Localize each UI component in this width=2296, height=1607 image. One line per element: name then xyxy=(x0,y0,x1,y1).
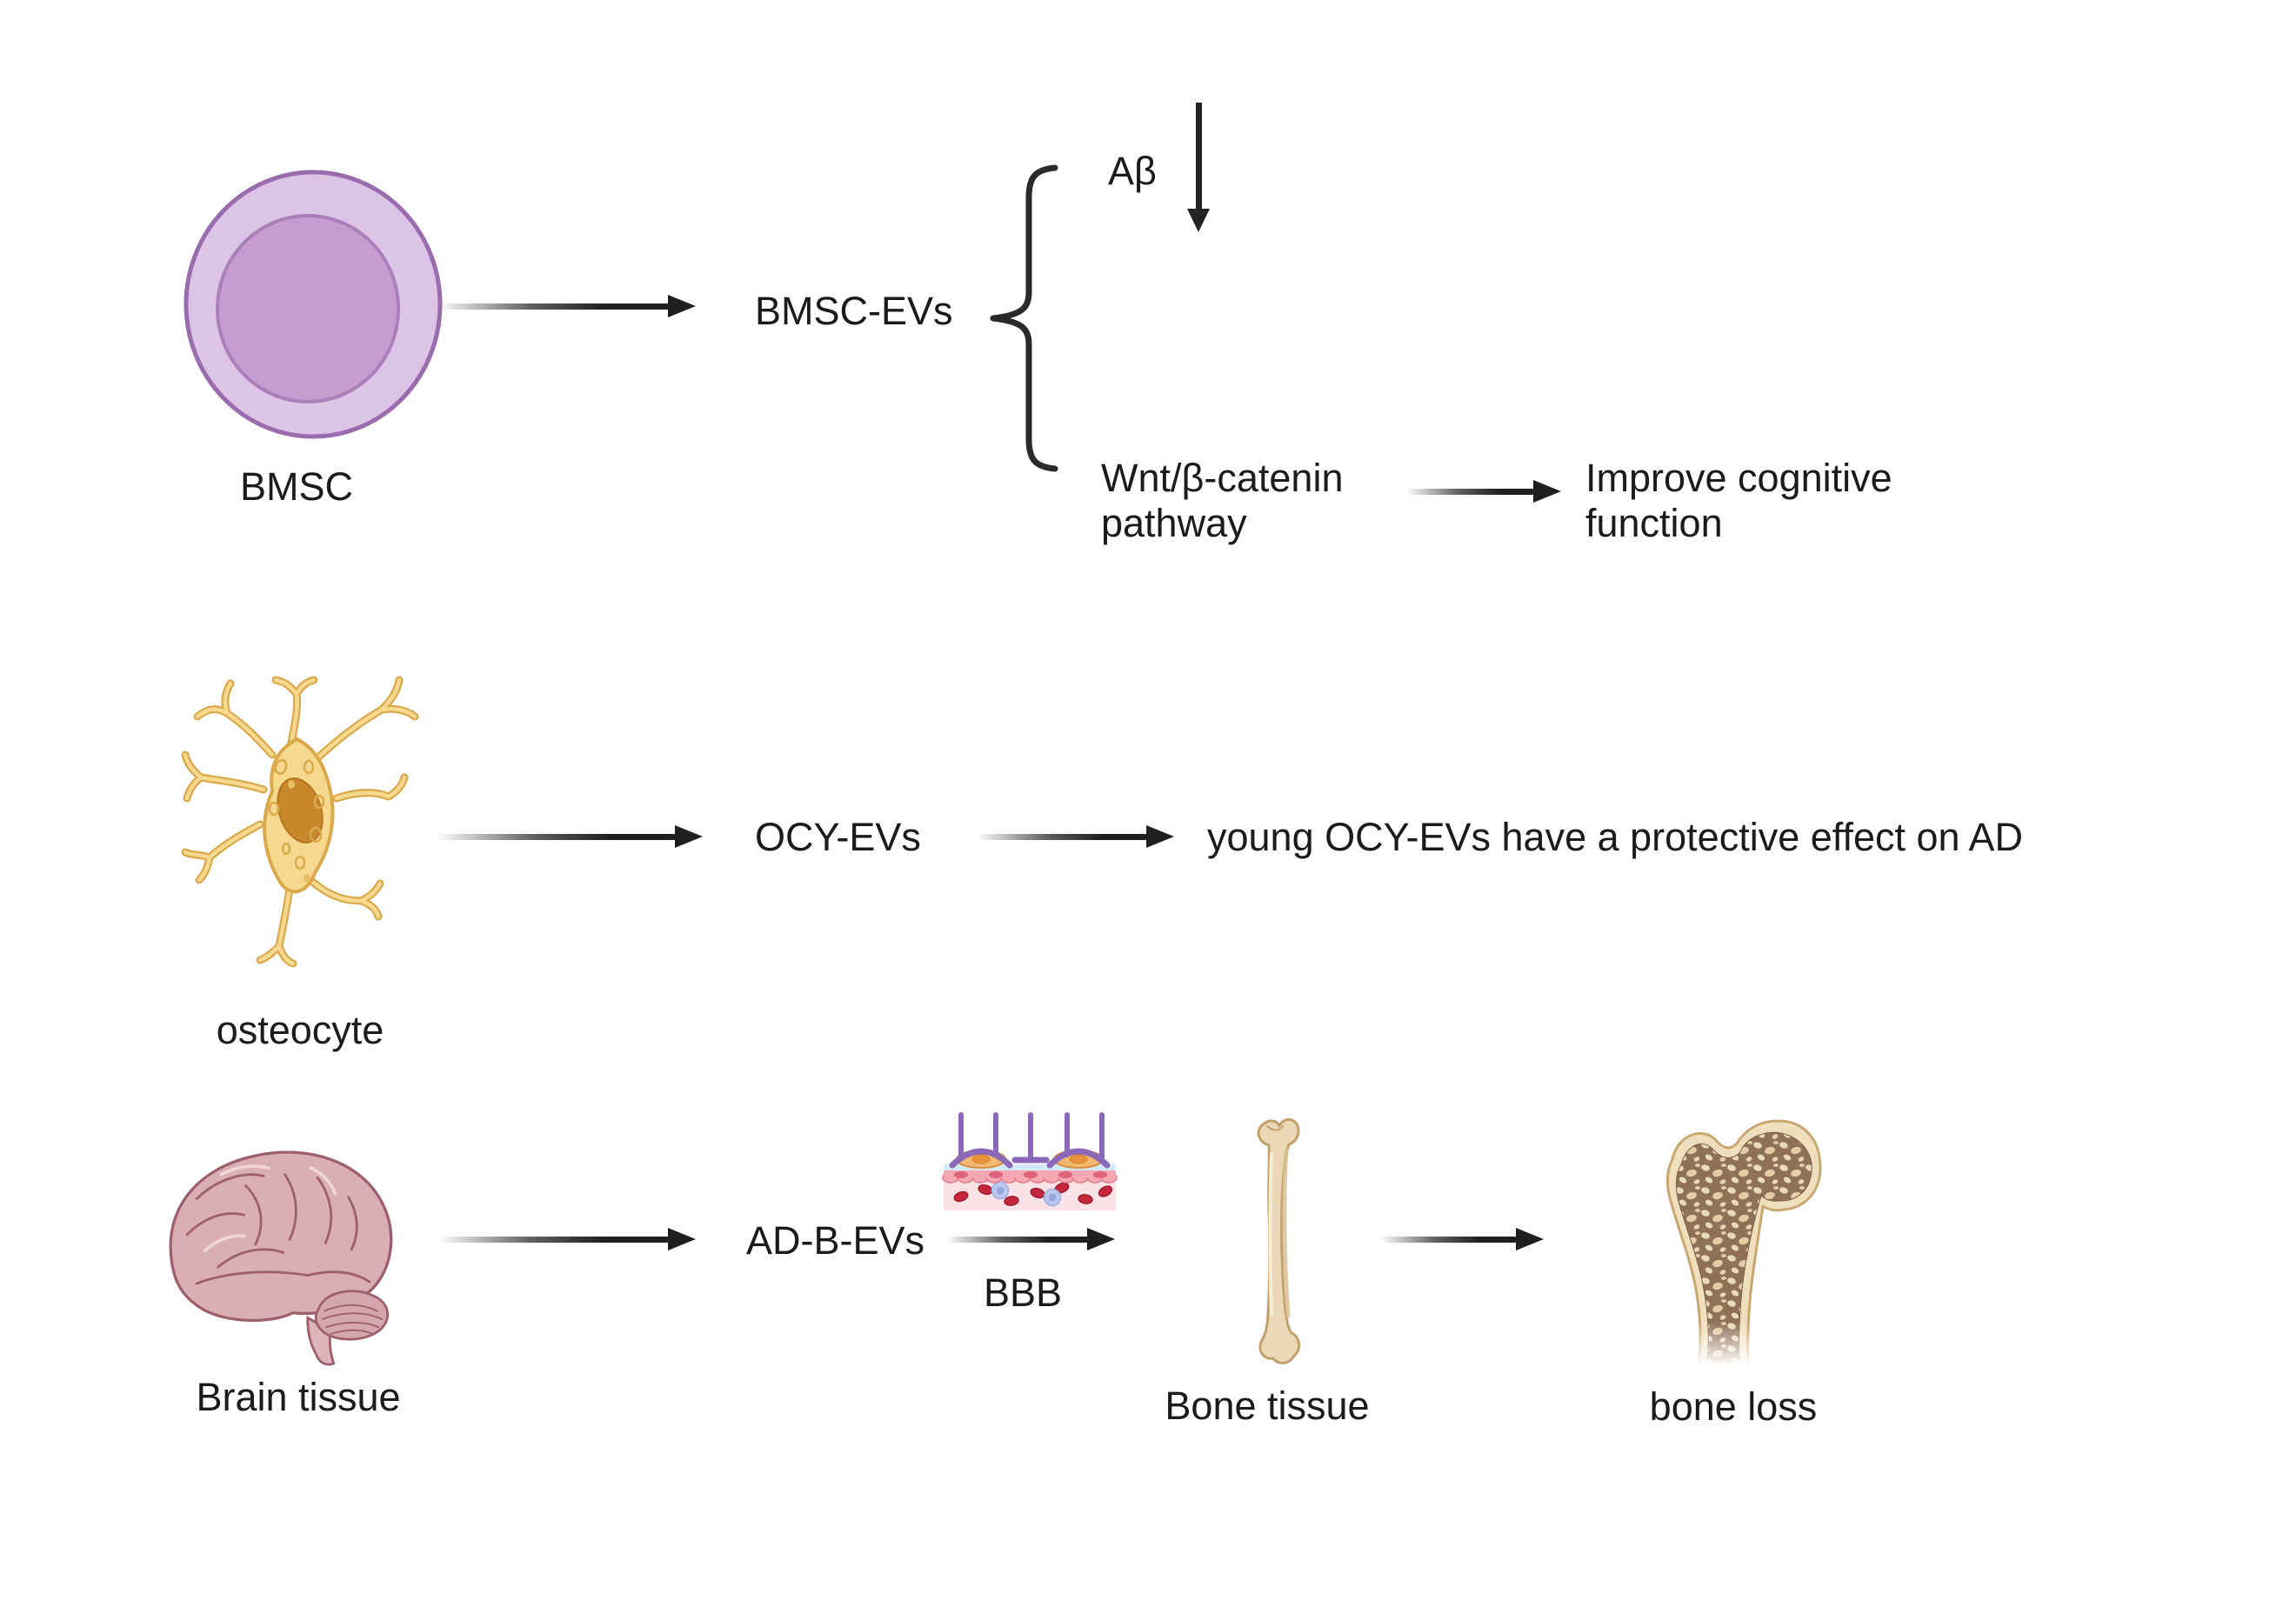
arrow-osteocyte-to-evs xyxy=(437,825,703,848)
arrow-head-icon xyxy=(1516,1228,1544,1250)
bone-loss-label: bone loss xyxy=(1649,1384,1818,1429)
arrow-head-icon xyxy=(1187,209,1210,232)
femur-trabecular-bone xyxy=(1675,1131,1812,1364)
arrow-brain-to-evs xyxy=(437,1228,696,1250)
adb-evs-label: AD-B-EVs xyxy=(746,1218,925,1263)
arrow-shaft xyxy=(1380,1237,1518,1243)
bmsc-cell-illustration xyxy=(184,170,443,439)
arrow-wnt-to-outcome xyxy=(1406,480,1561,503)
osteocyte-speckles xyxy=(268,758,325,883)
osteocyte-dendrites-fill xyxy=(183,677,417,966)
red-blood-cells xyxy=(953,1182,1113,1206)
arrow-shaft xyxy=(437,303,670,310)
bone-shading xyxy=(1282,1148,1291,1318)
wnt-pathway-label: Wnt/β-catenin pathway xyxy=(1101,456,1343,546)
vessel-lumen xyxy=(944,1176,1116,1210)
bmsc-evs-label: BMSC-EVs xyxy=(755,289,953,333)
bone-knob-line xyxy=(1266,1125,1284,1131)
cerebellum xyxy=(314,1290,390,1341)
arrow-shaft xyxy=(437,834,677,840)
bone-tissue-label: Bone tissue xyxy=(1165,1384,1370,1428)
arrow-shaft xyxy=(1406,489,1535,495)
brain-illustration xyxy=(169,1150,393,1366)
ocy-evs-outcome-text: young OCY-EVs have a protective effect o… xyxy=(1207,815,2024,859)
improve-cognitive-line1: Improve cognitive xyxy=(1585,456,1892,500)
endothelium-nuclei xyxy=(954,1171,1107,1178)
white-blood-cells xyxy=(991,1181,1062,1207)
long-bone xyxy=(1257,1118,1300,1364)
arrow-bone-to-boneloss xyxy=(1380,1228,1544,1250)
arrow-head-icon xyxy=(668,295,696,317)
arrow-head-icon xyxy=(668,1228,696,1250)
arrow-ocyevs-to-outcome xyxy=(977,825,1174,848)
arrow-shaft xyxy=(437,1237,670,1243)
bmsc-cell-nucleus xyxy=(216,214,400,403)
cerebellum-folds xyxy=(322,1304,384,1335)
basement-membrane xyxy=(944,1164,1116,1170)
endothelium-layer xyxy=(942,1170,1118,1184)
abeta-label: Aβ xyxy=(1108,149,1157,193)
improve-cognitive-line2: function xyxy=(1585,501,1723,545)
arrow-head-icon xyxy=(1087,1228,1115,1250)
brain-tissue-label: Brain tissue xyxy=(196,1375,401,1419)
osteocyte-illustration xyxy=(181,676,419,968)
abeta-decrease-arrow xyxy=(1187,103,1210,232)
wnt-pathway-line2: pathway xyxy=(1101,501,1247,545)
bbb-label: BBB xyxy=(983,1270,1063,1315)
astrocyte-endfeet xyxy=(949,1112,1111,1169)
arrow-head-icon xyxy=(675,825,703,848)
femur-bottom-fade xyxy=(1648,1322,1831,1374)
ocy-evs-label: OCY-EVs xyxy=(755,815,921,859)
arrow-shaft xyxy=(945,1237,1089,1243)
arrow-head-icon xyxy=(1533,480,1561,503)
bmsc-label: BMSC xyxy=(239,464,353,509)
arrow-bmsc-to-evs xyxy=(437,295,696,317)
brain-gyri xyxy=(185,1173,371,1285)
bone-tissue-illustration xyxy=(1257,1118,1300,1364)
arrow-shaft xyxy=(977,834,1148,840)
improve-cognitive-label: Improve cognitive function xyxy=(1585,456,1892,546)
arrow-shaft xyxy=(1196,103,1202,209)
blood-brain-barrier-illustration xyxy=(942,1112,1118,1210)
arrow-through-bbb xyxy=(945,1228,1115,1250)
bone-loss-illustration xyxy=(1648,1119,1831,1374)
osteocyte-nucleus xyxy=(277,777,324,844)
brace-icon xyxy=(990,164,1058,472)
brain-highlights xyxy=(203,1164,337,1253)
wnt-pathway-line1: Wnt/β-catenin xyxy=(1101,456,1344,500)
osteocyte-label: osteocyte xyxy=(216,1008,384,1052)
arrow-head-icon xyxy=(1146,825,1174,848)
bone-highlight xyxy=(1268,1152,1273,1317)
